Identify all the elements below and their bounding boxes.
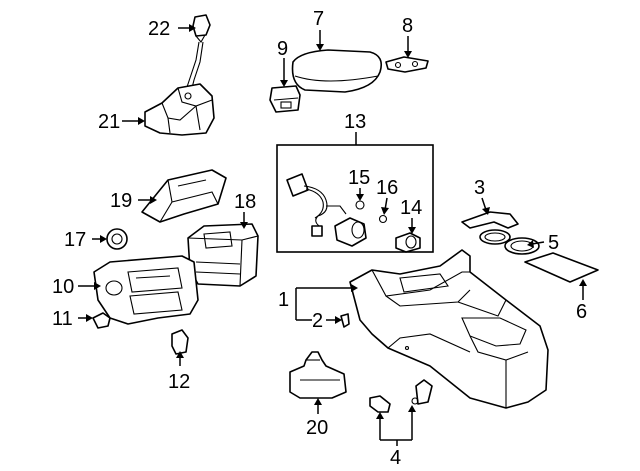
callout-2: 2 <box>312 310 323 332</box>
callout-14: 14 <box>400 197 422 219</box>
callout-19: 19 <box>110 190 132 212</box>
callout-17: 17 <box>64 229 86 251</box>
callout-6: 6 <box>576 301 587 323</box>
lighter-components-group <box>276 144 434 253</box>
callout-12: 12 <box>168 371 190 393</box>
grommet-part <box>106 228 128 250</box>
console-body-part <box>349 249 549 409</box>
bracket-part <box>171 329 189 355</box>
callout-20: 20 <box>306 417 328 439</box>
armrest-lid-part <box>291 49 383 93</box>
trim-strip-part <box>461 211 519 229</box>
callout-labels: 22 7 8 9 21 13 15 16 14 3 19 18 17 5 10 … <box>52 8 587 469</box>
console-storage-part <box>187 223 259 287</box>
trim-panel-part <box>141 169 227 223</box>
callout-22: 22 <box>148 18 170 40</box>
shifter-assembly-part <box>144 41 215 136</box>
cup-holder-ring-part <box>479 229 540 255</box>
callout-5: 5 <box>548 232 559 254</box>
latch-part <box>269 85 301 113</box>
callout-10: 10 <box>52 276 74 298</box>
callout-7: 7 <box>313 8 324 30</box>
callout-4: 4 <box>390 447 401 469</box>
shift-knob-part <box>192 14 211 43</box>
callout-21: 21 <box>98 111 120 133</box>
callout-11: 11 <box>52 308 73 330</box>
callout-18: 18 <box>234 191 256 213</box>
callout-16: 16 <box>376 177 398 199</box>
hinge-part <box>385 56 429 73</box>
callout-13: 13 <box>344 111 366 133</box>
callout-1: 1 <box>278 289 289 311</box>
leader-lines <box>78 24 587 446</box>
callout-9: 9 <box>277 38 288 60</box>
callout-3: 3 <box>474 177 485 199</box>
mat-part <box>524 252 599 283</box>
clip-part <box>92 312 111 329</box>
side-bracket-parts <box>369 379 433 413</box>
callout-15: 15 <box>348 167 370 189</box>
shift-bezel-part <box>93 255 199 325</box>
callout-8: 8 <box>402 15 413 37</box>
screw-part <box>340 313 350 328</box>
shift-boot-part <box>289 351 347 399</box>
